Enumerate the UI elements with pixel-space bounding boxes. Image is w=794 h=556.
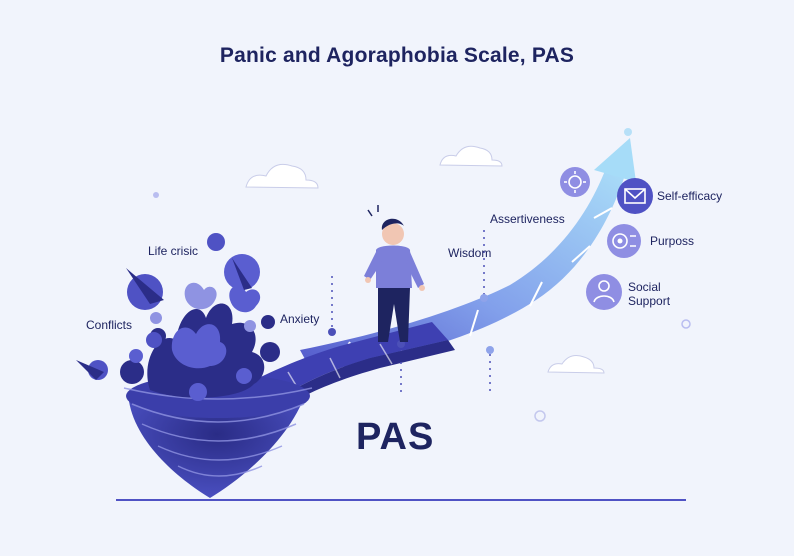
person-icon xyxy=(586,274,622,310)
step-node xyxy=(486,346,494,354)
center-label: PAS xyxy=(356,416,435,458)
cloud-icon xyxy=(439,145,503,167)
label-life-crisis: Life crisic xyxy=(148,244,199,258)
target-icon xyxy=(607,224,641,258)
step-node xyxy=(328,328,336,336)
label-assertiveness: Assertiveness xyxy=(490,212,565,226)
decor-dot xyxy=(534,410,546,422)
label-wisdom: Wisdom xyxy=(448,246,492,260)
decor-dot xyxy=(624,128,632,136)
label-social-support: Social Support xyxy=(628,280,670,308)
label-self-efficacy: Self-efficacy xyxy=(657,189,723,203)
cloud-icon xyxy=(547,355,605,374)
gear-icon xyxy=(560,167,590,197)
step-node xyxy=(480,294,488,302)
label-purpose: Purposs xyxy=(650,234,695,248)
guide-lines xyxy=(331,230,491,396)
social-support-line2: Support xyxy=(628,294,671,308)
label-conflicts: Conflicts xyxy=(86,318,133,332)
stress-vortex xyxy=(76,233,313,498)
decor-dot xyxy=(681,319,691,329)
label-anxiety: Anxiety xyxy=(280,312,320,326)
envelope-icon xyxy=(617,178,653,214)
cloud-icon xyxy=(245,163,319,189)
decor-dot xyxy=(153,192,159,198)
social-support-line1: Social xyxy=(628,280,661,294)
diagram-title: Panic and Agoraphobia Scale, PAS xyxy=(219,44,575,67)
person-figure xyxy=(364,205,425,342)
